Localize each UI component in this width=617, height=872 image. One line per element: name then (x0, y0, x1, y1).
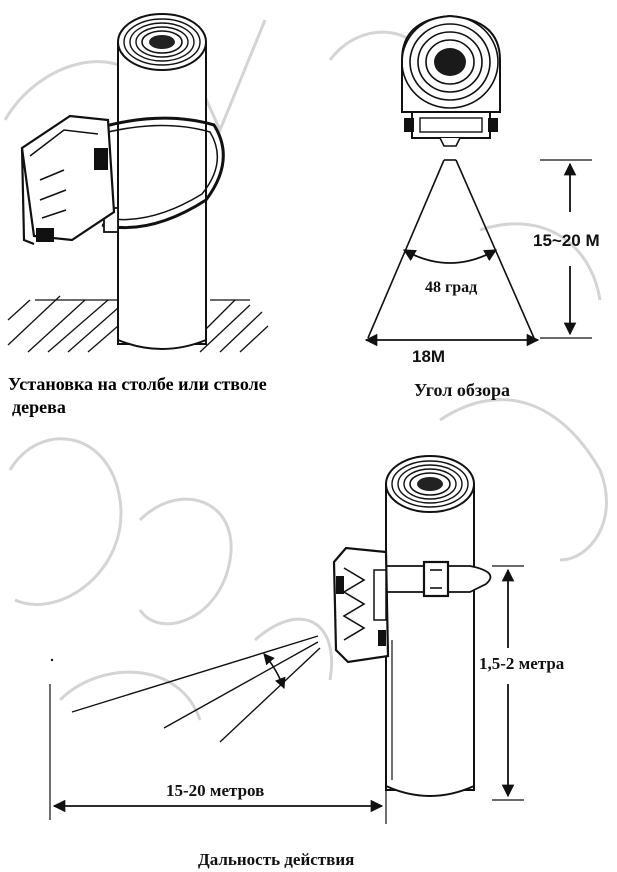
range-distance-label: 15-20 метров (166, 781, 264, 800)
view-angle-caption: Угол обзора (414, 380, 510, 400)
range-illustration (49, 455, 524, 824)
ground-hatching (7, 295, 269, 353)
view-angle-label: 48 град (425, 279, 477, 296)
range-caption: Дальность действия (198, 850, 354, 869)
view-angle-illustration (364, 14, 592, 347)
range-height-label: 1,5-2 метра (479, 654, 565, 673)
pole-mount-caption-line1: Установка на столбе или стволе (8, 374, 267, 394)
view-width-label: 18M (412, 347, 445, 366)
pole-mount-caption-line2: дерева (12, 397, 66, 417)
view-height-label: 15~20 M (533, 231, 600, 250)
pole-mount-illustration (7, 13, 269, 353)
